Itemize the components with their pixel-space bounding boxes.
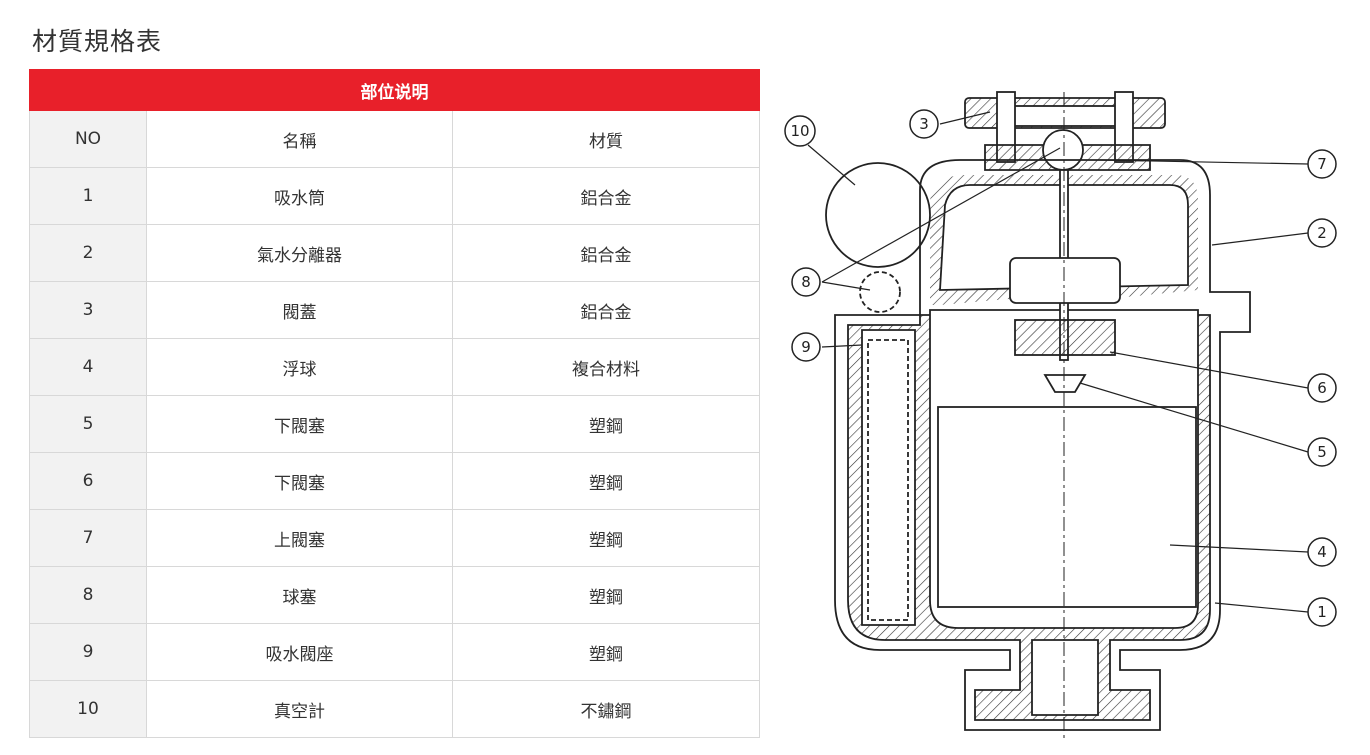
svg-text:7: 7 [1317,155,1327,173]
svg-text:5: 5 [1317,443,1327,461]
outlet-inner [1031,639,1099,716]
leader-5 [1079,382,1309,453]
callout-10: 10 [784,115,816,147]
callout-9: 9 [791,332,821,362]
row-name: 下閥塞 [146,452,453,510]
row-material: 塑鋼 [451,452,761,510]
row-no: 5 [29,395,147,453]
valve-seat [1014,319,1116,356]
row-no: 4 [29,338,147,396]
callout-2: 2 [1307,218,1337,248]
column-header-no: NO [29,110,147,168]
row-material: 塑鋼 [451,623,761,681]
column-header-name: 名稱 [146,110,453,168]
leader-4 [1169,544,1309,553]
callout-5: 5 [1307,437,1337,467]
row-no: 3 [29,281,147,339]
row-material: 鋁合金 [451,224,761,282]
valve-cross-section-diagram: 3 7 2 6 5 4 1 10 8 9 [784,91,1337,740]
vacuum-gauge-ring [825,162,931,268]
svg-text:6: 6 [1317,379,1327,397]
svg-text:3: 3 [919,115,929,133]
valve-guide [1009,257,1121,304]
leader-1 [1214,602,1309,613]
leader-7 [1099,159,1309,165]
row-no: 7 [29,509,147,567]
row-name: 下閥塞 [146,395,453,453]
column-header-row: NO 名稱 材質 [29,110,761,168]
row-name: 上閥塞 [146,509,453,567]
row-no: 2 [29,224,147,282]
row-name: 吸水筒 [146,167,453,225]
suction-tube-inner [861,329,916,626]
top-cap-core [999,105,1131,127]
callout-1: 1 [1307,597,1337,627]
leader-2 [1211,232,1309,246]
table-row: 4 浮球 複合材料 [29,338,761,396]
callout-4: 4 [1307,537,1337,567]
table-row: 8 球塞 塑鋼 [29,566,761,624]
row-name: 閥蓋 [146,281,453,339]
table-row: 5 下閥塞 塑鋼 [29,395,761,453]
leader-8b [821,281,871,291]
row-no: 9 [29,623,147,681]
table-row: 7 上閥塞 塑鋼 [29,509,761,567]
ball-check [859,271,901,313]
table-row: 10 真空計 不鏽鋼 [29,680,761,738]
page-title: 材質規格表 [32,27,163,56]
table-row: 3 閥蓋 鋁合金 [29,281,761,339]
callout-8: 8 [791,267,821,297]
leader-6 [1109,351,1309,389]
row-material: 塑鋼 [451,395,761,453]
material-spec-table: 部位说明 NO 名稱 材質 1 吸水筒 鋁合金 2 氣水分離器 鋁合金 3 閥蓋… [28,69,761,738]
row-name: 吸水閥座 [146,623,453,681]
row-material: 不鏽鋼 [451,680,761,738]
row-material: 鋁合金 [451,281,761,339]
svg-text:8: 8 [801,273,811,291]
svg-text:4: 4 [1317,543,1327,561]
row-name: 真空計 [146,680,453,738]
table-row: 9 吸水閥座 塑鋼 [29,623,761,681]
lower-valve-plug [1043,374,1087,393]
separator-chamber [834,159,1251,731]
leader-9 [821,344,863,348]
callout-6: 6 [1307,373,1337,403]
table-header: 部位说明 [28,69,761,111]
leader-3 [939,111,991,125]
column-header-material: 材質 [451,110,761,168]
row-material: 鋁合金 [451,167,761,225]
row-no: 10 [29,680,147,738]
svg-text:2: 2 [1317,224,1327,242]
table-row: 6 下閥塞 塑鋼 [29,452,761,510]
row-no: 1 [29,167,147,225]
row-no: 6 [29,452,147,510]
row-name: 球塞 [146,566,453,624]
float-ball [937,406,1197,608]
callout-3: 3 [909,109,939,139]
row-material: 複合材料 [451,338,761,396]
callout-7: 7 [1307,149,1337,179]
table-row: 1 吸水筒 鋁合金 [29,167,761,225]
leader-10 [807,144,856,186]
row-material: 塑鋼 [451,566,761,624]
row-name: 浮球 [146,338,453,396]
svg-text:10: 10 [790,122,809,140]
row-no: 8 [29,566,147,624]
svg-text:1: 1 [1317,603,1327,621]
svg-text:9: 9 [801,338,811,356]
leader-8a [821,147,1061,283]
suction-tube [867,339,909,621]
table-row: 2 氣水分離器 鋁合金 [29,224,761,282]
ball-plug [1042,129,1084,171]
row-material: 塑鋼 [451,509,761,567]
row-name: 氣水分離器 [146,224,453,282]
